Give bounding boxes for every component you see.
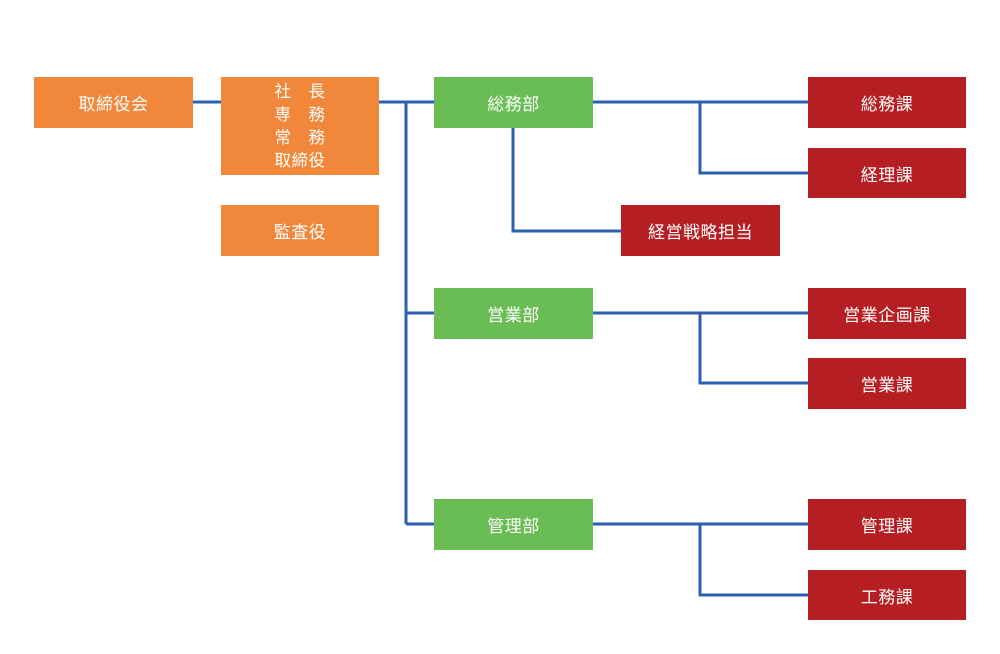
section-administration: 管理課 (808, 499, 966, 550)
department-administration: 管理部 (434, 499, 593, 550)
board-of-directors-box: 取締役会 (34, 77, 193, 128)
executive-president-label: 社 長 (274, 82, 326, 101)
strategy-box: 経営戦略担当 (621, 205, 780, 256)
executives-box: 社 長 専 務 常 務 取締役 (221, 77, 379, 175)
connector-general-accounting (698, 102, 808, 175)
department-label: 総務部 (487, 95, 540, 115)
connector-admin-section2 (698, 524, 808, 597)
section-label: 営業企画課 (843, 306, 931, 326)
section-engineering: 工務課 (808, 570, 966, 620)
section-label: 営業課 (860, 376, 914, 396)
department-label: 管理部 (487, 517, 540, 537)
strategy-label: 経営戦略担当 (648, 223, 753, 243)
section-sales-planning: 営業企画課 (808, 288, 966, 339)
department-label: 営業部 (487, 306, 540, 326)
department-general-affairs: 総務部 (434, 77, 593, 128)
section-label: 工務課 (860, 587, 914, 608)
section-label: 経理課 (860, 165, 914, 186)
section-general-affairs: 総務課 (808, 77, 966, 128)
auditor-label: 監査役 (273, 223, 327, 243)
section-sales: 営業課 (808, 358, 966, 409)
connector-general-strategy (511, 128, 621, 233)
executive-managing-label: 常 務 (274, 128, 326, 147)
executive-director-label: 取締役 (274, 151, 326, 170)
executive-senior-managing-label: 専 務 (274, 105, 326, 124)
department-sales: 営業部 (434, 288, 593, 339)
connector-sales-section2 (698, 313, 808, 385)
section-label: 総務課 (860, 95, 914, 115)
auditor-box: 監査役 (221, 205, 379, 256)
board-of-directors-label: 取締役会 (78, 95, 149, 115)
section-label: 管理課 (860, 517, 914, 537)
section-accounting: 経理課 (808, 148, 966, 198)
